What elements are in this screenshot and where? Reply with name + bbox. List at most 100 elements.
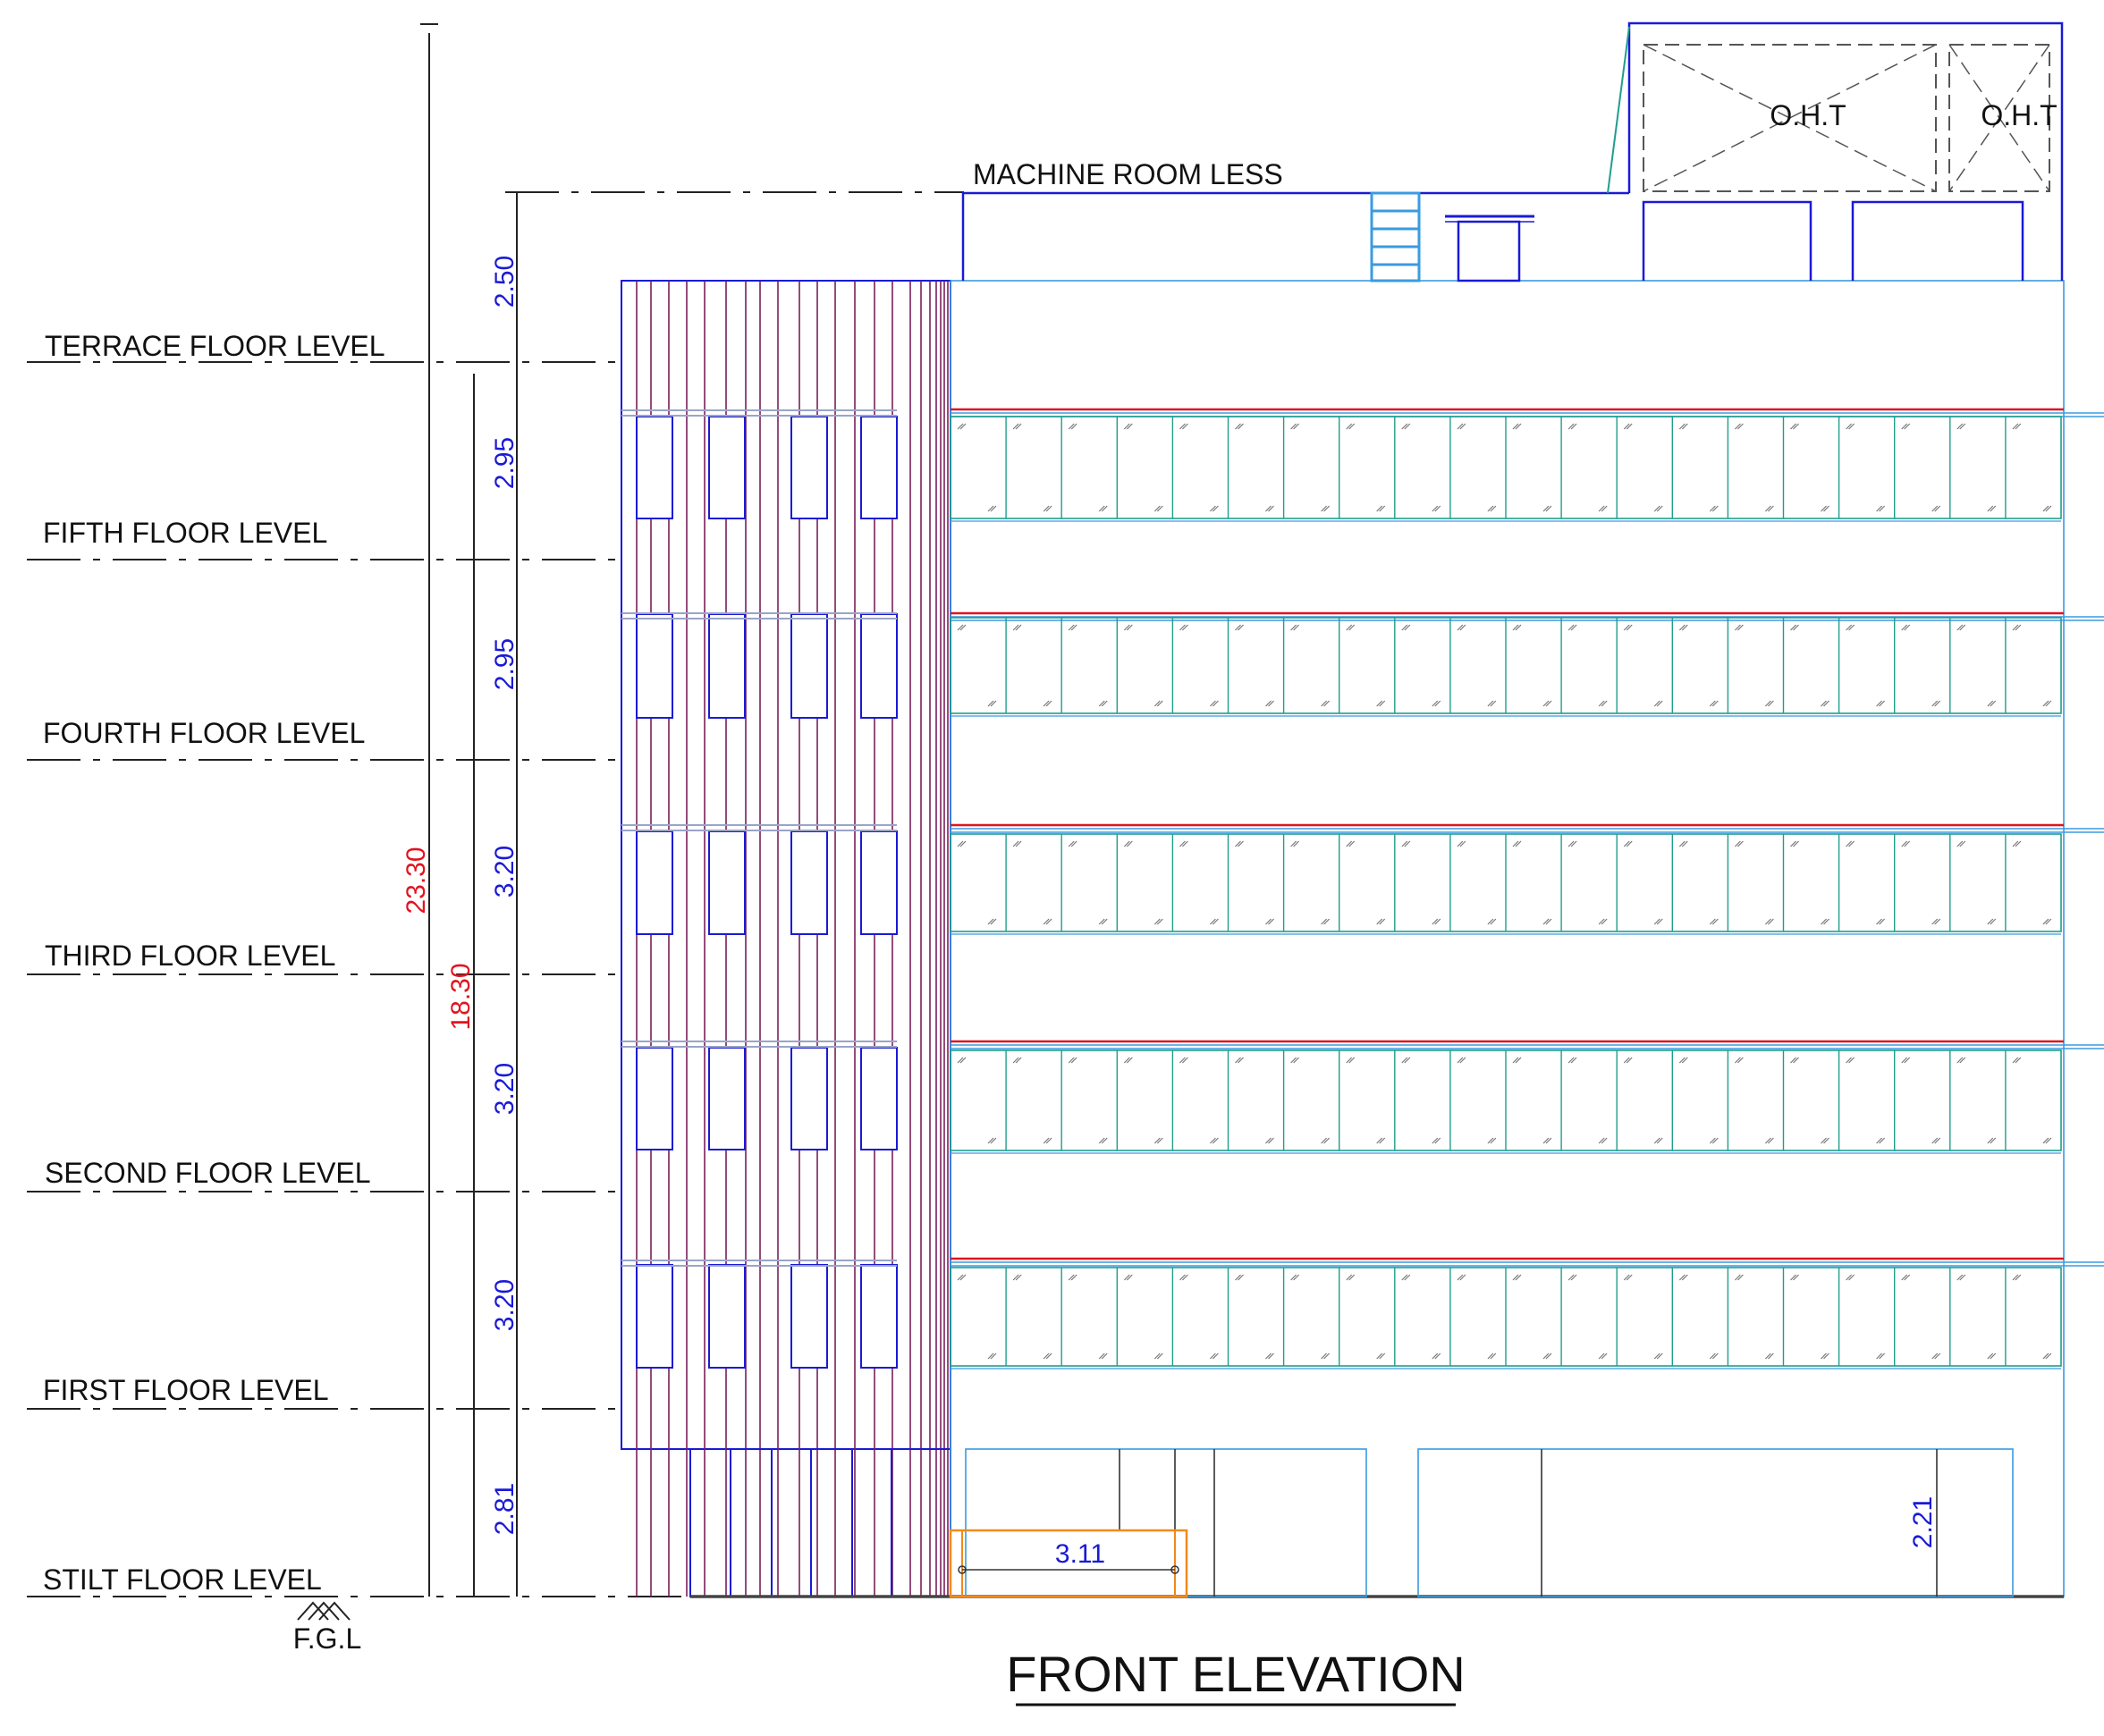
glass-hatch [1987, 1137, 1994, 1144]
glass-hatch [1793, 1274, 1799, 1281]
glass-hatch [1990, 505, 1997, 512]
glass-hatch [2015, 1274, 2022, 1281]
glass-hatch [1293, 624, 1300, 631]
glass-hatch [1904, 624, 1911, 631]
glass-hatch [1512, 624, 1519, 631]
glass-hatch [1904, 1274, 1911, 1281]
glass-hatch [1404, 624, 1411, 631]
glass-hatch [1681, 1057, 1688, 1064]
glass-hatch [1623, 1057, 1630, 1064]
glass-hatch [1711, 700, 1719, 707]
cladding-window [636, 830, 673, 935]
glass-hatch [1879, 918, 1886, 925]
glass-hatch [1235, 1274, 1241, 1281]
oht-tank-1 [1643, 44, 1937, 192]
glass-hatch [1490, 505, 1497, 512]
cladding-window [790, 1047, 828, 1150]
glass-hatch [1767, 505, 1774, 512]
glass-hatch [1209, 1353, 1216, 1360]
glass-hatch [1567, 624, 1575, 631]
glass-hatch [2012, 624, 2019, 631]
glass-hatch [1681, 423, 1688, 430]
glass-hatch [1959, 423, 1966, 430]
glass-hatch [1459, 1274, 1466, 1281]
glass-hatch [1098, 918, 1105, 925]
stilt-slot [730, 1448, 773, 1597]
glass-hatch [1823, 700, 1829, 707]
glass-hatch [1601, 918, 1608, 925]
glass-hatch [1212, 918, 1219, 925]
glass-hatch [1098, 505, 1105, 512]
glass-hatch [1764, 1353, 1771, 1360]
glass-hatch [1515, 624, 1522, 631]
glass-hatch [1490, 1353, 1497, 1360]
cladding-base-outline [621, 1448, 948, 1597]
glass-hatch [1987, 700, 1994, 707]
glass-hatch [1764, 700, 1771, 707]
glass-hatch [1848, 1057, 1855, 1064]
glass-hatch [1512, 1274, 1519, 1281]
glass-hatch [1487, 700, 1494, 707]
glass-hatch [1959, 1057, 1966, 1064]
glass-hatch [1346, 1057, 1353, 1064]
glass-hatch [1323, 700, 1331, 707]
glass-hatch [1711, 1353, 1719, 1360]
glass-hatch [1434, 1137, 1441, 1144]
glass-hatch [1956, 1274, 1964, 1281]
glass-hatch [1823, 505, 1829, 512]
glass-hatch [1459, 624, 1466, 631]
glass-hatch [990, 700, 997, 707]
glass-hatch [1711, 1137, 1719, 1144]
glass-hatch [1623, 624, 1630, 631]
stair-core-cladding [621, 280, 951, 1597]
glass-hatch [1709, 918, 1716, 925]
glass-hatch [1015, 840, 1022, 847]
glass-hatch [1457, 423, 1464, 430]
glass-hatch [1764, 1137, 1771, 1144]
glass-hatch [1045, 918, 1052, 925]
glass-hatch [1846, 624, 1853, 631]
glass-hatch [1487, 1353, 1494, 1360]
glass-hatch [1678, 840, 1686, 847]
glass-hatch [1990, 918, 1997, 925]
glass-hatch [1293, 423, 1300, 430]
glass-hatch [1181, 624, 1188, 631]
glass-hatch [1656, 700, 1663, 707]
glass-hatch [1681, 624, 1688, 631]
glass-hatch [1931, 505, 1939, 512]
glass-hatch [1846, 1057, 1853, 1064]
cladding-window [790, 1264, 828, 1369]
glass-hatch [1790, 840, 1796, 847]
glass-hatch [1656, 1137, 1663, 1144]
glass-hatch [1515, 1274, 1522, 1281]
glass-hatch [1990, 1137, 1997, 1144]
level-lines [27, 191, 964, 1597]
glass-hatch [1379, 1137, 1386, 1144]
glass-hatch [1238, 840, 1244, 847]
glass-hatch [1487, 505, 1494, 512]
glass-hatch [1348, 624, 1356, 631]
cladding-window [708, 1047, 746, 1150]
glass-hatch [2012, 1274, 2019, 1281]
glass-hatch [1156, 700, 1163, 707]
glass-hatch [1767, 918, 1774, 925]
glass-hatch [1821, 700, 1827, 707]
glass-hatch [1487, 918, 1494, 925]
glass-hatch [987, 1137, 994, 1144]
oht-stair-diagonal [1607, 26, 1630, 194]
glass-hatch [1567, 1057, 1575, 1064]
glass-hatch [2015, 423, 2022, 430]
glass-hatch [1653, 700, 1660, 707]
glass-hatch [959, 1274, 967, 1281]
glass-hatch [957, 1057, 964, 1064]
glass-hatch [2045, 1353, 2052, 1360]
glass-hatch [1601, 1353, 1608, 1360]
glass-hatch [1346, 423, 1353, 430]
glass-hatch [1181, 1057, 1188, 1064]
glass-hatch [1045, 1137, 1052, 1144]
glass-hatch [959, 1057, 967, 1064]
glass-hatch [1601, 1137, 1608, 1144]
glass-hatch [1904, 840, 1911, 847]
dimension-lines [420, 23, 518, 1597]
glass-hatch [1904, 1057, 1911, 1064]
